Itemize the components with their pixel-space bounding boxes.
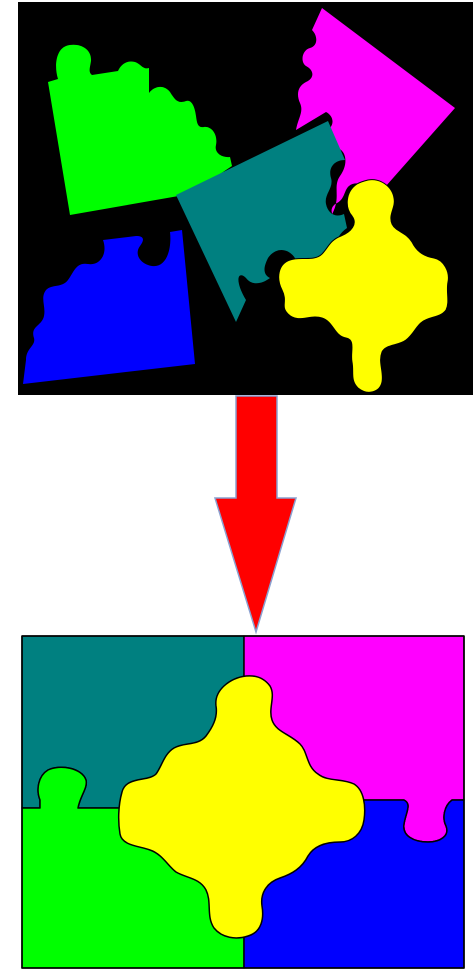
assembled-puzzle-panel: [22, 636, 464, 968]
scattered-pieces-panel: [18, 2, 473, 395]
down-arrow-icon: [215, 396, 296, 632]
